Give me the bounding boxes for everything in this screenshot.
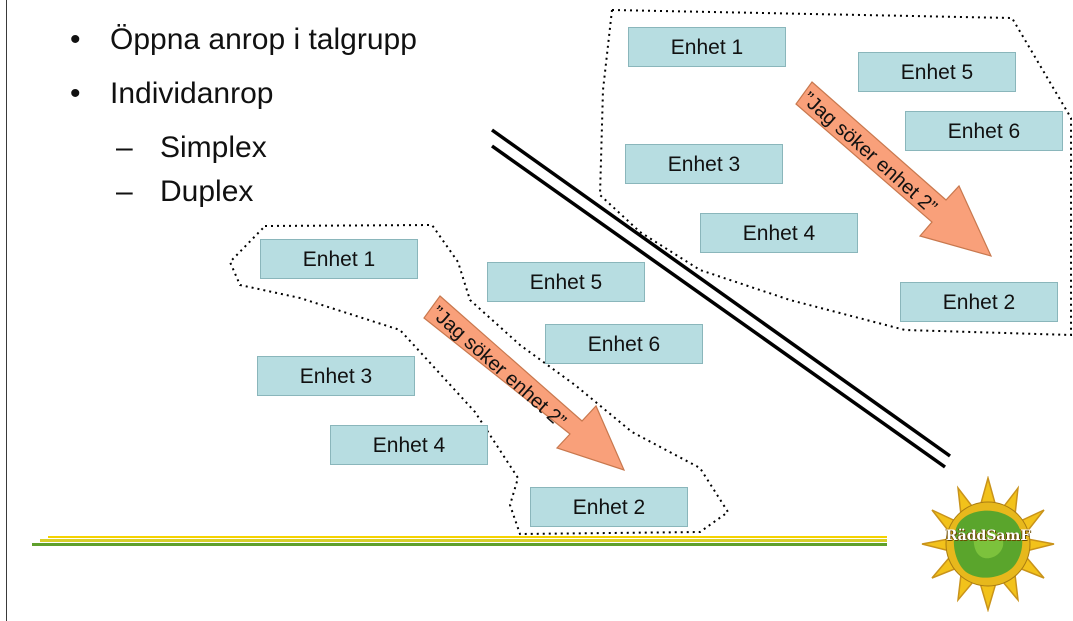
sub-bullet-text: Duplex [160,175,254,208]
left-group-outline [228,223,730,536]
logo-text: RäddSamF [945,528,1031,544]
bullet-list: • Öppna anrop i talgrupp • Individanrop … [62,18,542,214]
sub-bullet-mark: – [116,131,133,164]
footer-line-olive [40,539,887,542]
bullet-item-open-call: • Öppna anrop i talgrupp [62,18,542,72]
right-unit-2: Enhet 2 [900,282,1058,322]
left-unit-5: Enhet 5 [487,262,645,302]
left-unit-2: Enhet 2 [530,487,688,527]
right-unit-6: Enhet 6 [905,111,1063,151]
left-call-arrow [423,295,626,471]
separator-line-top [490,128,952,458]
bullet-text: Individanrop [110,77,274,110]
sub-bullet-text: Simplex [160,131,267,164]
separator-line-bottom [490,144,947,469]
raddsamf-logo-icon: RäddSamF [920,475,1056,613]
sub-bullet-mark: – [116,175,133,208]
left-unit-4: Enhet 4 [330,425,488,465]
bullet-item-individual-call: • Individanrop [62,72,542,126]
bullet-text: Öppna anrop i talgrupp [110,23,417,56]
left-unit-1: Enhet 1 [260,239,418,279]
bullet-mark: • [70,23,81,56]
right-unit-3: Enhet 3 [625,144,783,184]
left-unit-6: Enhet 6 [545,324,703,364]
right-unit-1: Enhet 1 [628,27,786,67]
right-unit-5: Enhet 5 [858,52,1016,92]
footer-line-green [32,543,887,546]
footer-divider [32,536,887,550]
right-call-arrow [795,81,993,257]
footer-line-yellow [48,536,887,538]
right-group-outline [598,8,1072,337]
bullet-mark: • [70,77,81,110]
slide-left-border [6,0,7,621]
left-unit-3: Enhet 3 [257,356,415,396]
sub-bullet-simplex: – Simplex [62,126,542,170]
logo-graphic [921,475,1055,613]
sub-bullet-duplex: – Duplex [62,170,542,214]
right-unit-4: Enhet 4 [700,213,858,253]
